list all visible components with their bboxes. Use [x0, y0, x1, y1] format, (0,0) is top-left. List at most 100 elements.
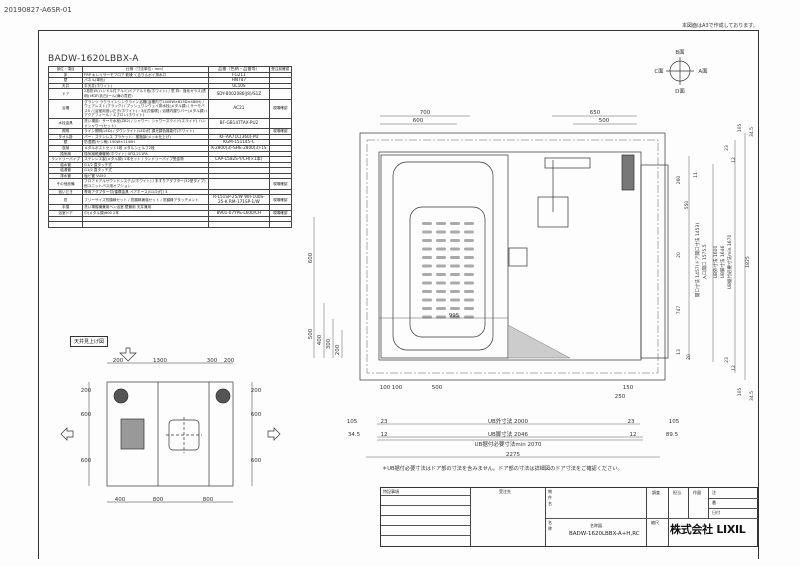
- dim-label: 34.5: [749, 127, 755, 137]
- tub-floor-pattern: [464, 230, 474, 234]
- a3-note: 本図面はA3で作成しております。: [682, 23, 758, 29]
- dim-label: 200: [113, 358, 124, 364]
- tub-floor-pattern: [436, 222, 446, 225]
- dim-label: 550: [684, 201, 690, 210]
- check-cell: [268, 71, 293, 79]
- dim-label: 1300: [153, 358, 167, 364]
- table-row: 浴槽グランツ ラクラインシンクライン浴槽(浴槽内寸1400W×815D×480H…: [47, 98, 293, 119]
- tub-floor-pattern: [422, 230, 432, 234]
- note-label: 注: [712, 490, 716, 495]
- dim-label: 600: [251, 412, 262, 418]
- table-row: 壁パネル(単色)HN747: [47, 77, 293, 84]
- dim-label: 600: [308, 252, 314, 263]
- tub-floor-pattern: [436, 273, 446, 276]
- check-cell: 現場確認: [268, 194, 293, 206]
- dim-label: 34.5: [749, 391, 755, 401]
- compass-label: D面: [675, 88, 685, 95]
- tub-floor-pattern: [464, 239, 474, 242]
- check-cell: 現場確認: [268, 178, 293, 190]
- dim-label: 650: [590, 110, 601, 116]
- tub-floor-pattern: [464, 264, 474, 268]
- tub-floor-pattern: [436, 290, 446, 293]
- tub-floor-pattern: [450, 247, 460, 251]
- tub-floor-pattern: [450, 281, 460, 285]
- table-row: その他設備フロアドアルサウンドシステム(ホワイト) / 手すりアダプター(32型…: [47, 178, 293, 190]
- ub-install-dim: UB据付必要寸法min 2070: [475, 440, 542, 448]
- dim-label: 20: [686, 354, 692, 360]
- tub-floor-pattern: [464, 222, 474, 225]
- tub-floor-pattern: [450, 239, 460, 242]
- dim-label: 500: [432, 385, 443, 391]
- dim-label: 200: [251, 388, 262, 394]
- tub-floor-pattern: [422, 281, 432, 285]
- tub-floor-pattern: [422, 264, 432, 268]
- dim-label: 500: [308, 328, 314, 339]
- dim-label: 600: [81, 412, 92, 418]
- header-cell: 受注前確認: [268, 66, 293, 73]
- dim-label: 300: [207, 358, 218, 364]
- tub-floor-pattern: [436, 307, 446, 310]
- check-cell: [268, 221, 293, 228]
- dim-label: 250: [615, 394, 626, 400]
- model-number: BADW-1620LBBX-A: [48, 54, 139, 64]
- dim-label: 100: [380, 385, 391, 391]
- tub-floor-pattern: [450, 273, 460, 276]
- dim-label: 260: [676, 176, 682, 185]
- dim-label: 600: [251, 458, 262, 464]
- name-label: 名称: [548, 520, 552, 531]
- header-cell: 部位・項目: [47, 66, 84, 73]
- downlight-icon: [215, 388, 231, 404]
- tub-floor-pattern: [450, 264, 460, 268]
- direction-arrow-icon: [119, 347, 137, 362]
- table-row: 水栓金具洗い場用：サーモ水栓(ZB2) / シャワー：シャワースライド(スライド…: [47, 117, 293, 130]
- tub-floor-pattern: [422, 298, 432, 302]
- part-cell: 窓: [47, 194, 84, 206]
- vertical-dim-label: 1825: [745, 256, 751, 268]
- dim-label: 747: [676, 306, 682, 315]
- total-dim: 2275: [506, 452, 520, 458]
- check-label: 作図: [693, 490, 701, 495]
- dim-label: 12: [731, 157, 737, 163]
- date-label: 日付: [712, 510, 720, 515]
- client-label: 受注先: [499, 489, 511, 494]
- dim-label: 23: [724, 145, 730, 151]
- vertical-dim-label: 入口開口 1575.5: [702, 244, 708, 279]
- dim-label: 34.5: [348, 432, 361, 438]
- tub-floor-pattern: [436, 239, 446, 242]
- part-cell: 水栓金具: [47, 117, 84, 130]
- tub-floor-pattern: [436, 315, 446, 319]
- tub-floor-pattern: [450, 230, 460, 234]
- sheet-frame: [38, 30, 759, 559]
- ceiling-plan-label: 天井見上げ図: [70, 336, 109, 347]
- dim-label: 600: [81, 458, 92, 464]
- drawing-name: BADW-1620LBBX-A+H,RC: [569, 531, 640, 537]
- tub-floor-pattern: [464, 247, 474, 251]
- dim-label: 800: [203, 497, 214, 503]
- dim-label: 20: [676, 252, 682, 258]
- ceiling-plan: [60, 347, 281, 503]
- dim-label: 23: [724, 357, 730, 363]
- direction-arrow-icon: [267, 427, 281, 441]
- vertical-dim-label: UB脚寸法 1646: [719, 245, 726, 278]
- company-logo: 株式会社 LIXIL: [670, 521, 746, 537]
- dim-label: 200: [335, 344, 341, 355]
- dim-label: 12: [630, 432, 637, 438]
- dim-label: 11: [693, 172, 699, 178]
- tub-floor-pattern: [422, 222, 432, 225]
- tub-floor-pattern: [436, 247, 446, 251]
- dim-label: 105: [669, 419, 680, 425]
- tub-floor-pattern: [436, 281, 446, 285]
- tub-floor-pattern: [464, 290, 474, 293]
- dim-label: 105: [737, 388, 743, 397]
- spec-cell: グランツ ラクラインシンクライン浴槽(浴槽内寸1400W×815D×480H) …: [82, 98, 210, 119]
- compass-label: A面: [698, 68, 708, 75]
- dim-label: 200: [224, 358, 235, 364]
- dim-label: 23: [381, 419, 388, 425]
- ventilation-fan-icon: [120, 418, 145, 450]
- tub-floor-pattern: [436, 264, 446, 268]
